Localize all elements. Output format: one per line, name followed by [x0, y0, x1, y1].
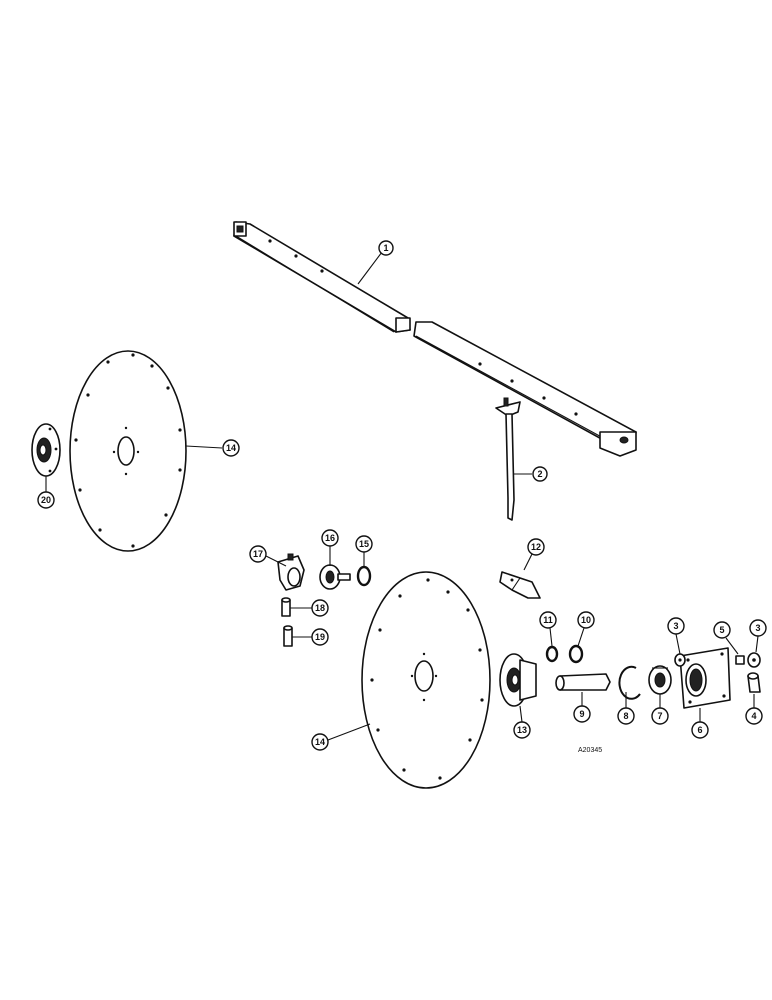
bearing-housing-part	[277, 553, 305, 591]
callout-13: 13	[513, 721, 531, 739]
callout-label: 14	[315, 737, 325, 747]
frame-bar-part	[233, 221, 637, 457]
callout-label: 6	[697, 725, 702, 735]
ring-11-part	[545, 645, 559, 663]
nut-3-right-part	[747, 652, 761, 668]
disc-upper-part	[69, 350, 187, 552]
callout-label: 16	[325, 533, 335, 543]
nut-3-left-part	[674, 653, 686, 667]
callout-7: 7	[651, 707, 669, 725]
callout-3-left: 3	[667, 617, 685, 635]
callout-label: 12	[531, 542, 541, 552]
flange-housing-part	[679, 647, 731, 709]
callout-label: 15	[359, 539, 369, 549]
callout-20: 20	[37, 491, 55, 509]
hub-left-part	[31, 423, 61, 477]
pin-19-part	[283, 625, 293, 647]
callout-17: 17	[249, 545, 267, 563]
drawing-number: A20345	[578, 747, 602, 754]
callout-9: 9	[573, 705, 591, 723]
callout-5: 5	[713, 621, 731, 639]
callout-14-lower: 14	[311, 733, 329, 751]
callout-4: 4	[745, 707, 763, 725]
callout-18: 18	[311, 599, 329, 617]
callout-label: 19	[315, 632, 325, 642]
callout-11: 11	[539, 611, 557, 629]
callout-label: 3	[755, 623, 760, 633]
snap-ring-large-part	[618, 665, 641, 700]
callout-19: 19	[311, 628, 329, 646]
callout-label: 20	[41, 495, 51, 505]
bearing-7-part	[648, 665, 672, 695]
callout-label: 1	[383, 243, 388, 253]
spindle-shaft-part	[555, 673, 611, 691]
callout-label: 13	[517, 725, 527, 735]
snap-ring-small-part	[356, 565, 372, 587]
callout-1: 1	[378, 240, 394, 256]
callout-15: 15	[355, 535, 373, 553]
scraper-tine-part	[495, 397, 521, 521]
callout-16: 16	[321, 529, 339, 547]
callout-label: 8	[623, 711, 628, 721]
callout-label: 18	[315, 603, 325, 613]
callout-3-right: 3	[749, 619, 767, 637]
bolt-5-part	[735, 655, 745, 665]
callout-10: 10	[577, 611, 595, 629]
callout-2: 2	[532, 466, 548, 482]
pin-18-part	[281, 597, 291, 617]
callout-label: 2	[537, 469, 542, 479]
bracket-part	[499, 571, 541, 599]
callout-14-upper: 14	[222, 439, 240, 457]
callout-label: 5	[719, 625, 724, 635]
callout-label: 7	[657, 711, 662, 721]
leader-lines	[45, 251, 759, 741]
bearing-part	[319, 564, 351, 590]
callout-label: 3	[673, 621, 678, 631]
callout-label: 9	[579, 709, 584, 719]
disc-lower-part	[361, 571, 491, 789]
callout-label: 17	[253, 549, 263, 559]
callout-12: 12	[527, 538, 545, 556]
callout-8: 8	[617, 707, 635, 725]
ring-10-part	[568, 644, 584, 664]
callout-label: 10	[581, 615, 591, 625]
callout-label: 4	[751, 711, 756, 721]
callout-label: 14	[226, 443, 236, 453]
hub-right-part	[499, 653, 537, 707]
callout-6: 6	[691, 721, 709, 739]
bushing-4-part	[747, 672, 761, 693]
callout-label: 11	[543, 615, 553, 625]
